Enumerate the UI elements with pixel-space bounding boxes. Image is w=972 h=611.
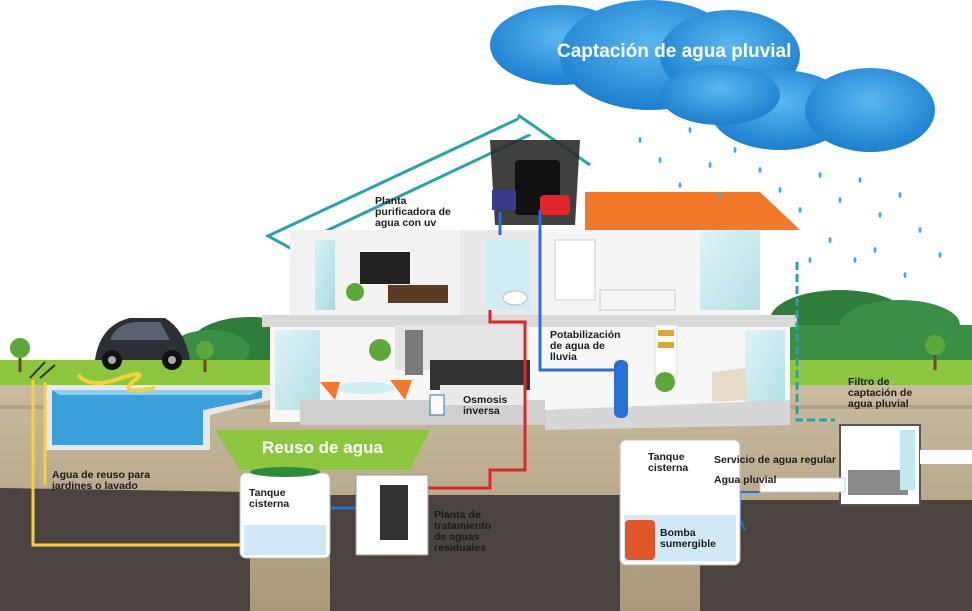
rain-clouds <box>490 0 935 152</box>
pipes <box>31 210 835 547</box>
underground-tanks <box>239 424 972 566</box>
diagram-title: Captación de agua pluvial <box>557 41 792 62</box>
reuse-section-label: Reuso de agua <box>262 438 383 457</box>
left-tank-label: Tanque cisterna <box>249 487 290 510</box>
osmosis-label: Osmosis inversa <box>463 394 508 417</box>
pump-label: Bomba sumergible <box>660 527 717 550</box>
rain-potabilization-label: Potabilización de agua de lluvia <box>550 329 621 363</box>
regular-service-label: Servicio de agua regular <box>714 454 836 466</box>
reuse-area <box>215 430 430 470</box>
rain-water-label: Agua pluvial <box>714 474 777 486</box>
pool <box>45 385 270 450</box>
car-icon <box>95 318 190 370</box>
house <box>262 112 800 430</box>
reuse-water-label: Agua de reuso para jardines o lavado <box>52 469 151 492</box>
right-tank-label: Tanque cisterna <box>648 451 689 474</box>
uv-plant-label: Planta purificadora de agua con uv <box>375 195 451 229</box>
rain-drops <box>638 127 942 278</box>
garden-plants <box>10 335 945 393</box>
rain-filter-label: Filtro de captación de agua pluvial <box>848 376 913 410</box>
treatment-plant-label: Planta de tratamiento de aguas residuale… <box>434 509 492 554</box>
